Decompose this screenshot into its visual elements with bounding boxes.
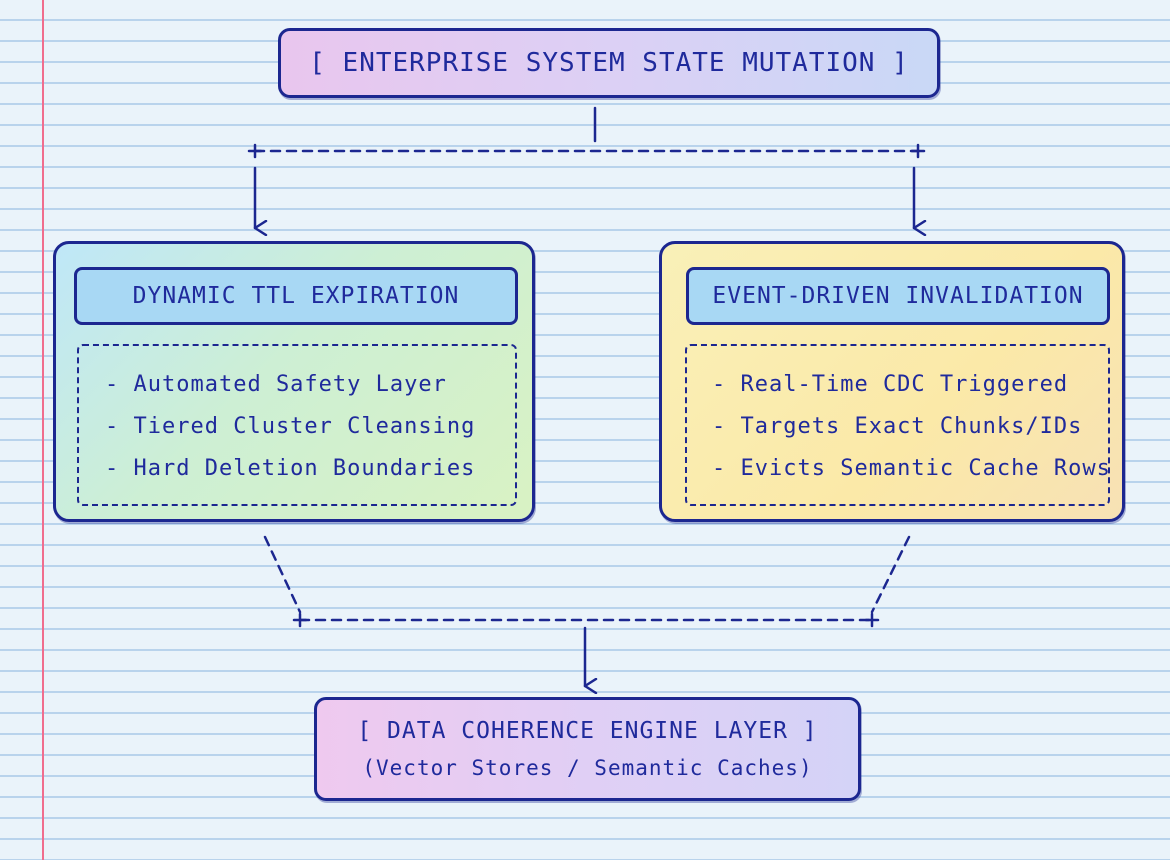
event-invalidation-title: EVENT-DRIVEN INVALIDATION (712, 283, 1084, 309)
ttl-expiration-header: DYNAMIC TTL EXPIRATION (74, 267, 518, 325)
state-mutation-label: [ ENTERPRISE SYSTEM STATE MUTATION ] (309, 48, 909, 78)
list-item: - Evicts Semantic Cache Rows (712, 456, 1111, 481)
left-merge-dashed-connector (263, 535, 302, 614)
list-item: - Hard Deletion Boundaries (105, 456, 476, 481)
right-merge-dashed-connector (870, 535, 911, 614)
list-item: - Targets Exact Chunks/IDs (712, 414, 1083, 439)
list-item: - Tiered Cluster Cleansing (105, 414, 476, 439)
notebook-margin-line (42, 0, 44, 860)
list-item: - Real-Time CDC Triggered (712, 372, 1069, 397)
list-item: - Automated Safety Layer (105, 372, 447, 397)
event-invalidation-header: EVENT-DRIVEN INVALIDATION (686, 267, 1110, 325)
coherence-engine-node: [ DATA COHERENCE ENGINE LAYER ] (Vector … (314, 697, 861, 801)
coherence-engine-sublabel: (Vector Stores / Semantic Caches) (362, 756, 813, 780)
event-invalidation-list: - Real-Time CDC Triggered - Targets Exac… (685, 344, 1110, 506)
ttl-expiration-title: DYNAMIC TTL EXPIRATION (132, 283, 460, 309)
coherence-engine-label: [ DATA COHERENCE ENGINE LAYER ] (357, 718, 818, 744)
ttl-expiration-list: - Automated Safety Layer - Tiered Cluste… (77, 344, 517, 506)
event-invalidation-panel: EVENT-DRIVEN INVALIDATION - Real-Time CD… (659, 241, 1125, 522)
ttl-expiration-panel: DYNAMIC TTL EXPIRATION - Automated Safet… (53, 241, 535, 522)
state-mutation-node: [ ENTERPRISE SYSTEM STATE MUTATION ] (278, 28, 940, 98)
